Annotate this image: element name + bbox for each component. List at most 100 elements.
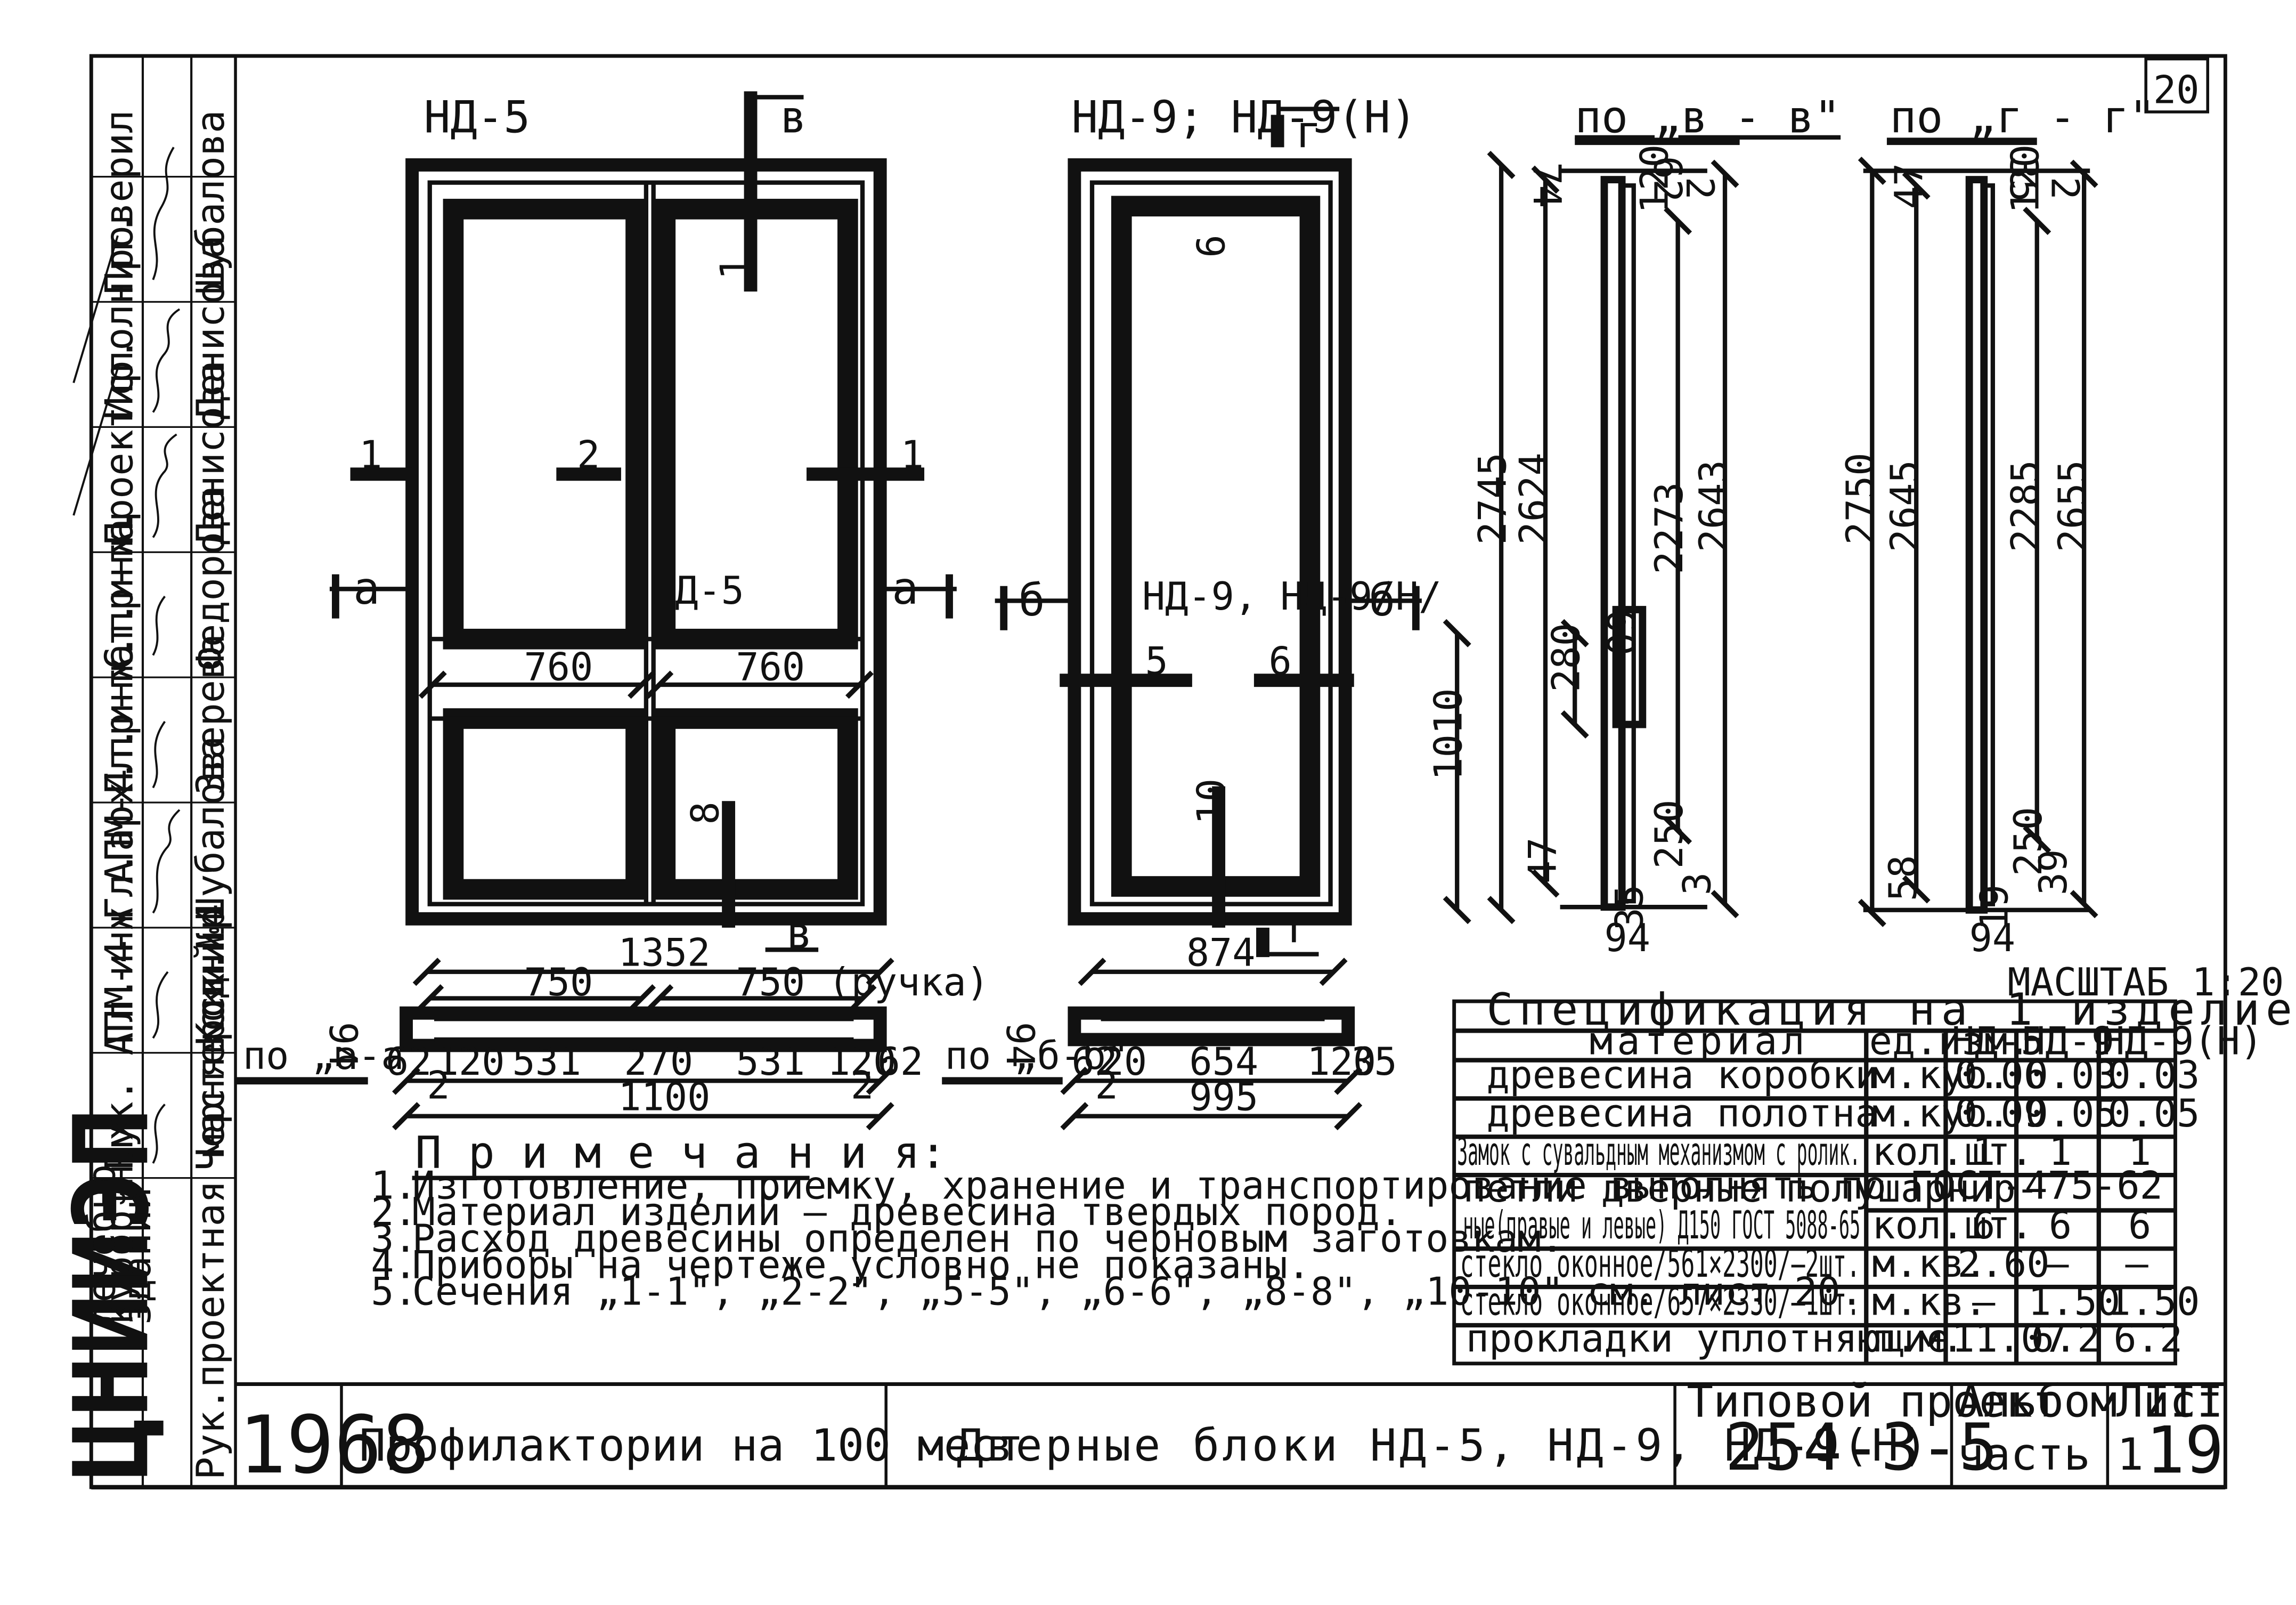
- spec-title: Спецификация на 1 изделие: [1486, 984, 2296, 1035]
- name-checker: Шубалова: [188, 110, 233, 295]
- album-label: Альбом III: [1958, 1375, 2224, 1427]
- title-nd9: НД-9; НД-9(Н): [1071, 92, 1417, 143]
- spec-row-2-unit: м.куб.: [1872, 1091, 2010, 1136]
- spec-header-nd9n: НД-9(Н): [2102, 1019, 2263, 1064]
- spec-row-3-nd9: 1: [2049, 1129, 2072, 1174]
- marker-a-right: а: [892, 563, 918, 614]
- nd9-elevation: НД-9; НД-9(Н) г г 6 10 5 6 б б НД-9, НД-…: [995, 92, 1442, 958]
- spec-row-6-nd9: –: [2046, 1241, 2069, 1286]
- spec-row-2-nd9n: 0.05: [2107, 1091, 2200, 1136]
- plan-b-b: по „б-б" 874 94 62 20 654 120 35 2 995: [942, 930, 1397, 1131]
- label-nd9-center: НД-9, НД-9/Н/: [1142, 574, 1442, 619]
- object-name: Профилактории на 100 мест: [359, 1420, 1023, 1471]
- part-label: часть 1: [1958, 1429, 2144, 1480]
- cut-10: 10: [1189, 779, 1234, 825]
- org-sub-3: зданий: [115, 1187, 159, 1325]
- section-g-g: по „г - г" 2750 2645 2285 2655 47 35 120…: [1838, 92, 2155, 960]
- name-chief-engineer-apm: Коднир: [188, 907, 233, 1045]
- cut-1-right: 1: [901, 433, 924, 477]
- name-senior-engineer: Федорова: [188, 485, 233, 670]
- spec-row-2-nd5: 0.09: [1955, 1091, 2047, 1136]
- dim-p9-94: 94: [998, 1022, 1043, 1068]
- spec-row-5-unit: кол.шт.: [1872, 1203, 2033, 1247]
- title-section-vv: по „в - в": [1575, 92, 1841, 143]
- dim-gg-58: 58: [1880, 855, 1925, 902]
- spec-row-2-nd9: 0.05: [2025, 1091, 2118, 1136]
- spec-row-3-nd5: 1: [1972, 1129, 1995, 1174]
- dim-60: 60: [1598, 610, 1643, 656]
- dim-2: 2: [1678, 177, 1722, 200]
- spec-row-6-nd5: 2.60: [1958, 1241, 2050, 1286]
- spec-row-7-nd9: 1.50: [2028, 1279, 2120, 1324]
- dim-3: 3: [1674, 872, 1719, 895]
- spec-row-5-nd9: 6: [2049, 1203, 2072, 1247]
- spec-row-4-material: петли дверные полушарнир-: [1463, 1166, 2039, 1211]
- note-3-number: 3.: [371, 1216, 417, 1261]
- dim-2643: 2643: [1691, 460, 1736, 552]
- spec-row-5-nd5: 6: [1972, 1203, 1995, 1247]
- sheet-title: Дверные блоки НД-5, НД-9, НД-9(Н): [957, 1420, 1931, 1471]
- dim-250: 250: [1647, 800, 1691, 869]
- dim-760-right: 760: [736, 645, 805, 690]
- note-2-number: 2.: [371, 1189, 417, 1234]
- name-head-apm: Чернявский: [188, 940, 233, 1170]
- note-4-text: Приборы на чертеже условно не показаны.: [412, 1243, 1310, 1287]
- spec-row-8-material: прокладки уплотняющие: [1466, 1316, 1950, 1361]
- title-block: 1968 Профилактории на 100 мест Дверные б…: [235, 1375, 2226, 1491]
- project-label: Типовой проект: [1687, 1375, 2058, 1427]
- note-5-text: Сечения „1-1", „2-2", „5-5", „6-6", „8-8…: [412, 1269, 1863, 1314]
- role-chief-engineer-project: Гл.инж.пр-та: [97, 518, 142, 795]
- dim-2273: 2273: [1647, 482, 1691, 574]
- dim-995: 995: [1189, 1075, 1258, 1120]
- spec-row-1-nd9n: 0.03: [2107, 1052, 2200, 1097]
- dim-2750: 2750: [1838, 452, 1883, 545]
- dim-gg-94: 94: [1969, 915, 2015, 960]
- cut-1-vert: 1: [712, 257, 757, 280]
- spec-row-2-material: древесина полотна: [1486, 1091, 1878, 1136]
- spec-header-unit: ед.изм.: [1869, 1019, 2031, 1064]
- dim-p5-270: 270: [624, 1039, 693, 1084]
- spec-row-6-unit: м.кв.: [1872, 1241, 1987, 1286]
- org-sub-2: курортных: [97, 1118, 142, 1325]
- notes: П р и м е ч а н и я: 1. Изготовление, пр…: [371, 1126, 2163, 1314]
- marker-v-top: в: [780, 92, 807, 143]
- workshop-name: Рук.проектная мастерск.№4: [188, 904, 233, 1480]
- dim-2655: 2655: [2050, 460, 2095, 552]
- corner-number-text: 20: [2153, 67, 2199, 112]
- spec-row-6-nd9n: –: [2126, 1241, 2149, 1286]
- marker-a-left: а: [353, 563, 380, 614]
- dim-2745: 2745: [1470, 452, 1515, 545]
- dim-1010: 1010: [1426, 688, 1470, 781]
- sheet-frame: [89, 54, 2227, 1490]
- note-2-text: Материал изделий – древесина твердых пор…: [412, 1189, 1403, 1234]
- dim-p5-62b: 62: [877, 1039, 923, 1084]
- sheet-number: 19: [2146, 1412, 2224, 1488]
- title-nd5: НД-5: [424, 92, 531, 143]
- note-5-number: 5.: [371, 1269, 417, 1314]
- role-chief-engineer-apm: Гл.инж АПМ-4: [97, 769, 142, 1045]
- spec-row-1-nd9: 0.03: [2025, 1052, 2118, 1097]
- note-3-text: Расход древесины определен по черновым з…: [412, 1216, 1564, 1261]
- org-name: ЦНИИЭП: [51, 1107, 172, 1480]
- spec-header-nd9: НД-9: [2022, 1019, 2114, 1064]
- dim-p5-2b: 2: [851, 1063, 874, 1107]
- dim-gg-120: 120: [2003, 144, 2048, 214]
- spec-row-7-nd5: –: [1972, 1279, 1996, 1324]
- dim-280: 280: [1544, 623, 1589, 692]
- name-executor: Денисова: [188, 236, 233, 420]
- dim-874: 874: [1186, 930, 1256, 975]
- dim-p5-531: 531: [512, 1039, 581, 1084]
- role-head-apm: Рук. АПМ-4: [97, 940, 142, 1170]
- spec-row-8-nd9: 6.2: [2031, 1316, 2100, 1361]
- dim-1100: 1100: [618, 1075, 710, 1120]
- notes-title: П р и м е ч а н и я:: [415, 1126, 947, 1178]
- dim-47: 47: [1520, 837, 1565, 883]
- name-chief-architect: Шубалова: [188, 736, 233, 920]
- role-senior-engineer: Ст.инж.: [97, 509, 142, 670]
- dim-gg-19: 19: [1972, 885, 2016, 931]
- dim-p5-120: 120: [436, 1039, 505, 1084]
- spec-row-7-unit: м.кв.: [1872, 1279, 1987, 1324]
- dim-p5-62: 62: [386, 1039, 431, 1084]
- dim-p5-120b: 120: [827, 1039, 897, 1084]
